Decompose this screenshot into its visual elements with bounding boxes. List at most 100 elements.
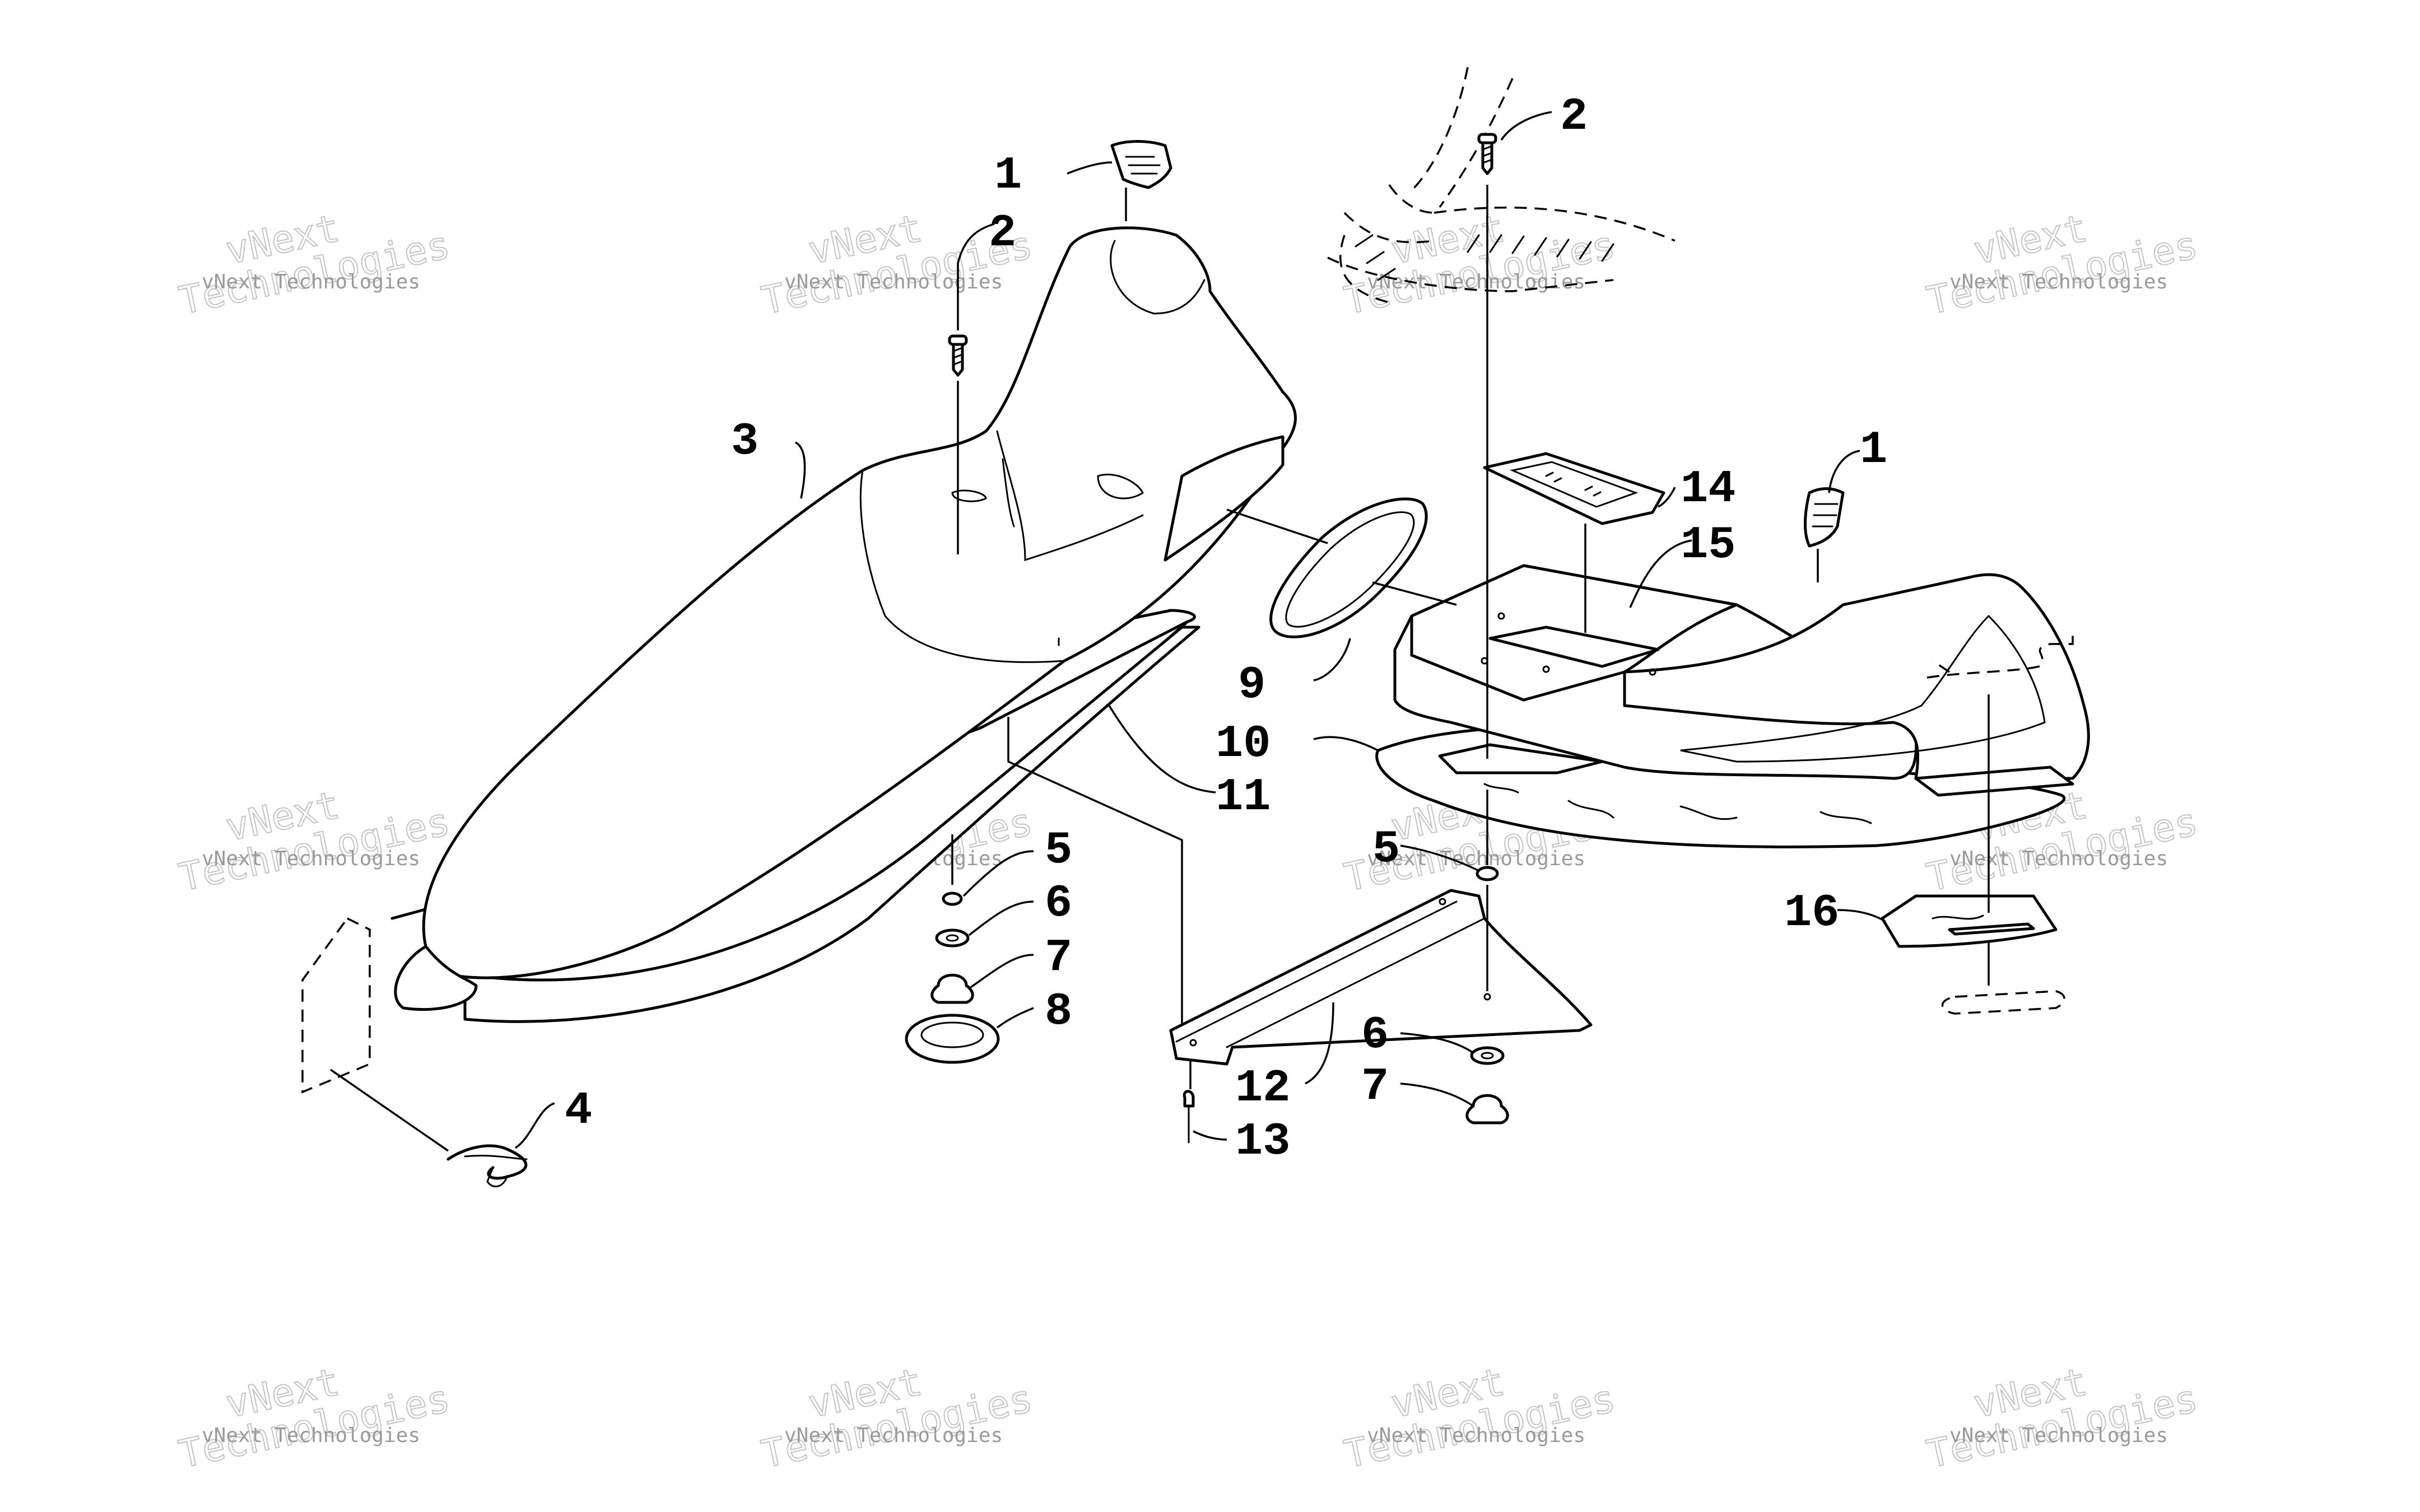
retainer-slot-outline xyxy=(1942,990,2065,1015)
callout-2-right: 2 xyxy=(1560,91,1588,143)
lower-bracket-edge xyxy=(1175,900,1486,1048)
mounting-frame-context xyxy=(1327,67,1676,304)
washer-hole xyxy=(1481,1052,1494,1060)
callout-7: 7 xyxy=(1045,932,1072,984)
callout-3: 3 xyxy=(731,416,758,468)
storage-foot xyxy=(1438,743,1604,774)
grommet-left xyxy=(930,973,974,1004)
seat-contour xyxy=(1002,458,1015,528)
screw-thread xyxy=(1482,145,1493,164)
retainer-clip xyxy=(1881,894,2058,948)
callout-labels: 1 2 3 4 5 6 7 8 9 10 11 12 13 2 14 15 1 … xyxy=(565,91,1887,1168)
watermark-small: vNext Technologies xyxy=(1949,270,2168,293)
callout-10: 10 xyxy=(1216,718,1270,770)
watermark-small: vNext Technologies xyxy=(1367,847,1585,870)
bumper-pad-right xyxy=(1804,487,1845,548)
seat-base-lower xyxy=(463,626,1200,1023)
screw-left xyxy=(948,334,968,377)
seat-contour xyxy=(996,430,1144,562)
watermark: Technologies vNext vNext Technologies xyxy=(1340,1359,1619,1477)
bumper-pad-texture xyxy=(1812,503,1839,528)
washer-right xyxy=(1470,1046,1505,1065)
floor-tray-texture xyxy=(1483,783,1872,824)
nut-right xyxy=(1476,866,1499,881)
seat-contour xyxy=(859,469,1065,663)
retainer-clip-slot xyxy=(1948,922,2035,936)
storage-arm-opening xyxy=(1680,614,2046,763)
callout-1-right: 1 xyxy=(1860,424,1887,476)
mounting-context-right xyxy=(1932,660,1950,673)
screw-thread xyxy=(952,347,964,366)
frame-hatch xyxy=(1355,234,1396,281)
hairpin-clip xyxy=(446,1144,528,1180)
gasket-inner xyxy=(1285,511,1415,628)
callout-14: 14 xyxy=(1681,463,1735,515)
watermark-small: vNext Technologies xyxy=(202,270,420,293)
washer-hole xyxy=(946,934,959,942)
watermark: Technologies vNext vNext Technologies xyxy=(175,206,454,324)
callout-15: 15 xyxy=(1681,519,1735,571)
callout-8: 8 xyxy=(1045,986,1072,1038)
callout-2: 2 xyxy=(989,207,1016,259)
cover-plate-texture xyxy=(1545,472,1602,497)
retainer-clip-texture xyxy=(1932,914,1984,920)
storage-arm xyxy=(1623,573,2090,780)
watermark: Technologies vNext vNext Technologies xyxy=(1923,1359,2202,1477)
callout-16: 16 xyxy=(1784,887,1839,939)
seat-contour xyxy=(1110,240,1206,315)
screw-right xyxy=(1477,133,1497,175)
callout-1: 1 xyxy=(994,150,1022,202)
storage-lid-recess xyxy=(1488,626,1660,668)
watermark-small: vNext Technologies xyxy=(1367,1424,1585,1447)
callout-11: 11 xyxy=(1216,771,1270,823)
watermark: Technologies vNext vNext Technologies xyxy=(175,1359,454,1477)
callout-12: 12 xyxy=(1235,1062,1290,1114)
bracket-hole xyxy=(1189,1039,1197,1047)
hairpin-clip-leg xyxy=(486,1166,508,1188)
callout-7-right: 7 xyxy=(1361,1061,1389,1113)
watermark-small: vNext Technologies xyxy=(202,847,420,870)
bracket-hole xyxy=(1439,898,1446,906)
callout-13: 13 xyxy=(1235,1116,1290,1168)
watermark: Technologies vNext vNext Technologies xyxy=(757,1359,1037,1477)
watermark-small: vNext Technologies xyxy=(784,270,1003,293)
watermark: Technologies vNext vNext Technologies xyxy=(1923,206,2202,324)
gasket xyxy=(1269,497,1428,638)
nut-left xyxy=(942,892,963,906)
storage-hole xyxy=(1497,612,1505,620)
seat-cushion xyxy=(422,226,1297,979)
bumper-pad-texture xyxy=(1125,156,1161,175)
callout-9: 9 xyxy=(1238,659,1265,711)
storage-hole xyxy=(1542,665,1550,673)
callout-6: 6 xyxy=(1045,878,1072,930)
watermark-small: vNext Technologies xyxy=(1949,1424,2168,1447)
callout-6-right: 6 xyxy=(1361,1009,1389,1061)
seat-rear-vent xyxy=(1164,435,1285,562)
rivet xyxy=(1183,1090,1195,1144)
cover-plate-inner xyxy=(1510,461,1639,508)
bracket-hole xyxy=(1483,993,1491,1001)
watermark: Technologies vNext vNext Technologies xyxy=(175,782,454,900)
assembly-lines xyxy=(330,111,1990,1152)
seat-contour xyxy=(1097,473,1144,500)
storage-slot xyxy=(1914,766,2074,797)
grommet-right xyxy=(1465,1094,1509,1124)
watermark-small: vNext Technologies xyxy=(1949,847,2168,870)
bracket-outline xyxy=(301,917,371,1094)
storage-hole xyxy=(1649,668,1656,676)
rivet-head xyxy=(1183,1090,1195,1108)
watermark-small: vNext Technologies xyxy=(202,1424,420,1447)
watermark-small: vNext Technologies xyxy=(784,1424,1003,1447)
hairpin-clip-leg xyxy=(464,1155,528,1160)
callout-5-right: 5 xyxy=(1372,823,1400,875)
callout-5: 5 xyxy=(1045,824,1072,876)
callout-4: 4 xyxy=(565,1085,592,1137)
rubber-bumper-inner xyxy=(920,1021,984,1048)
seat-assembly xyxy=(390,226,1297,1023)
frame-hatch xyxy=(1467,234,1614,262)
mounting-context-right xyxy=(1926,633,2074,679)
cover-plate xyxy=(1483,452,1665,525)
screw-shank xyxy=(952,343,964,377)
washer-left xyxy=(935,928,970,948)
